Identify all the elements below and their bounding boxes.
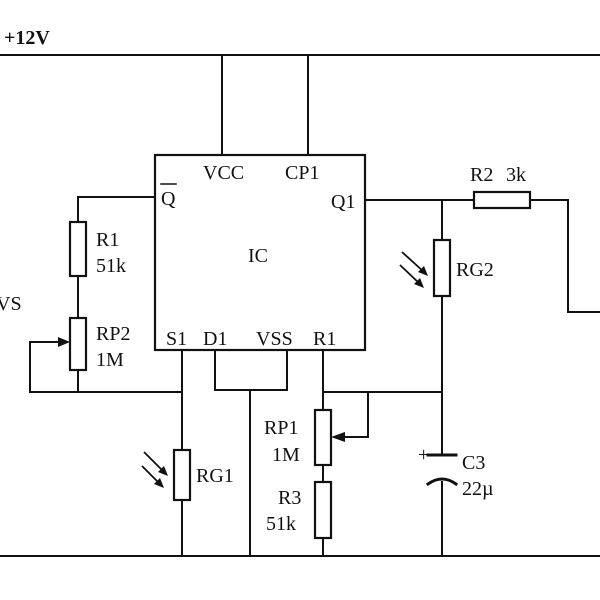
- r2-out-wire: [529, 199, 600, 313]
- resistor-r2-name: R2: [470, 164, 493, 186]
- ic-body: [153, 153, 367, 352]
- photoresistor-rg2: RG2: [399, 238, 494, 298]
- capacitor-c3: + C3 22µ: [418, 444, 494, 500]
- resistor-r2-value: 3k: [506, 164, 526, 186]
- potentiometer-rp1: RP1 1M: [264, 408, 369, 467]
- resistor-r1-value: 51k: [96, 255, 126, 277]
- d1-vss-loop: [214, 349, 288, 391]
- supply-label: +12V: [4, 27, 50, 49]
- potentiometer-rp1-value: 1M: [272, 444, 300, 466]
- qbar-wire: [77, 196, 156, 223]
- potentiometer-rp1-body: [313, 408, 333, 467]
- photoresistor-rg1: RG1: [141, 448, 234, 502]
- photoresistor-rg1-name: RG1: [196, 465, 234, 487]
- resistor-r3: R3 51k: [266, 480, 333, 540]
- ic-chip: IC VCC CP1 Q Q1 S1 D1 VSS R1: [153, 153, 367, 352]
- rp2-wiper-wire: [29, 341, 79, 393]
- photoresistor-rg2-body: [432, 238, 452, 298]
- pin-qbar-label: Q: [161, 188, 176, 210]
- resistor-r3-body: [313, 480, 333, 540]
- pin-vcc-label: VCC: [203, 162, 244, 184]
- light-arrows-icon: [399, 251, 428, 288]
- ic-label: IC: [248, 245, 268, 267]
- potentiometer-rp2-body: [68, 316, 88, 372]
- resistor-r1: R1 51k: [68, 220, 126, 278]
- pin-vss-label: VSS: [256, 328, 293, 350]
- potentiometer-rp1-name: RP1: [264, 417, 298, 439]
- pin-s1-label: S1: [166, 328, 187, 350]
- potentiometer-rp2-wiper-arrow: [58, 337, 70, 347]
- resistor-r1-body: [68, 220, 88, 278]
- photoresistor-rg2-name: RG2: [456, 259, 494, 281]
- potentiometer-rp2-value: 1M: [96, 349, 124, 371]
- pin-q1-label: Q1: [331, 191, 355, 213]
- potentiometer-rp2: RP2 1M: [58, 316, 130, 372]
- capacitor-c3-polarity: +: [418, 444, 429, 466]
- wires: [0, 54, 600, 557]
- resistor-r3-name: R3: [278, 487, 301, 509]
- resistor-r2: R2 3k: [470, 164, 532, 210]
- potentiometer-rp2-name: RP2: [96, 323, 130, 345]
- pin-cp1-label: CP1: [285, 162, 319, 184]
- capacitor-c3-value: 22µ: [462, 478, 494, 500]
- resistor-r3-value: 51k: [266, 513, 296, 535]
- capacitor-c3-name: C3: [462, 452, 485, 474]
- light-arrows-icon: [141, 451, 168, 488]
- pin-r1-label: R1: [313, 328, 336, 350]
- capacitor-c3-plate-bottom: [425, 477, 459, 487]
- photoresistor-rg1-body: [172, 448, 192, 502]
- resistor-r2-body: [472, 190, 532, 210]
- vs-offpage-label: VS: [0, 293, 22, 315]
- potentiometer-rp1-wiper-arrow: [331, 432, 345, 442]
- pin-d1-label: D1: [203, 328, 227, 350]
- resistor-r1-name: R1: [96, 229, 119, 251]
